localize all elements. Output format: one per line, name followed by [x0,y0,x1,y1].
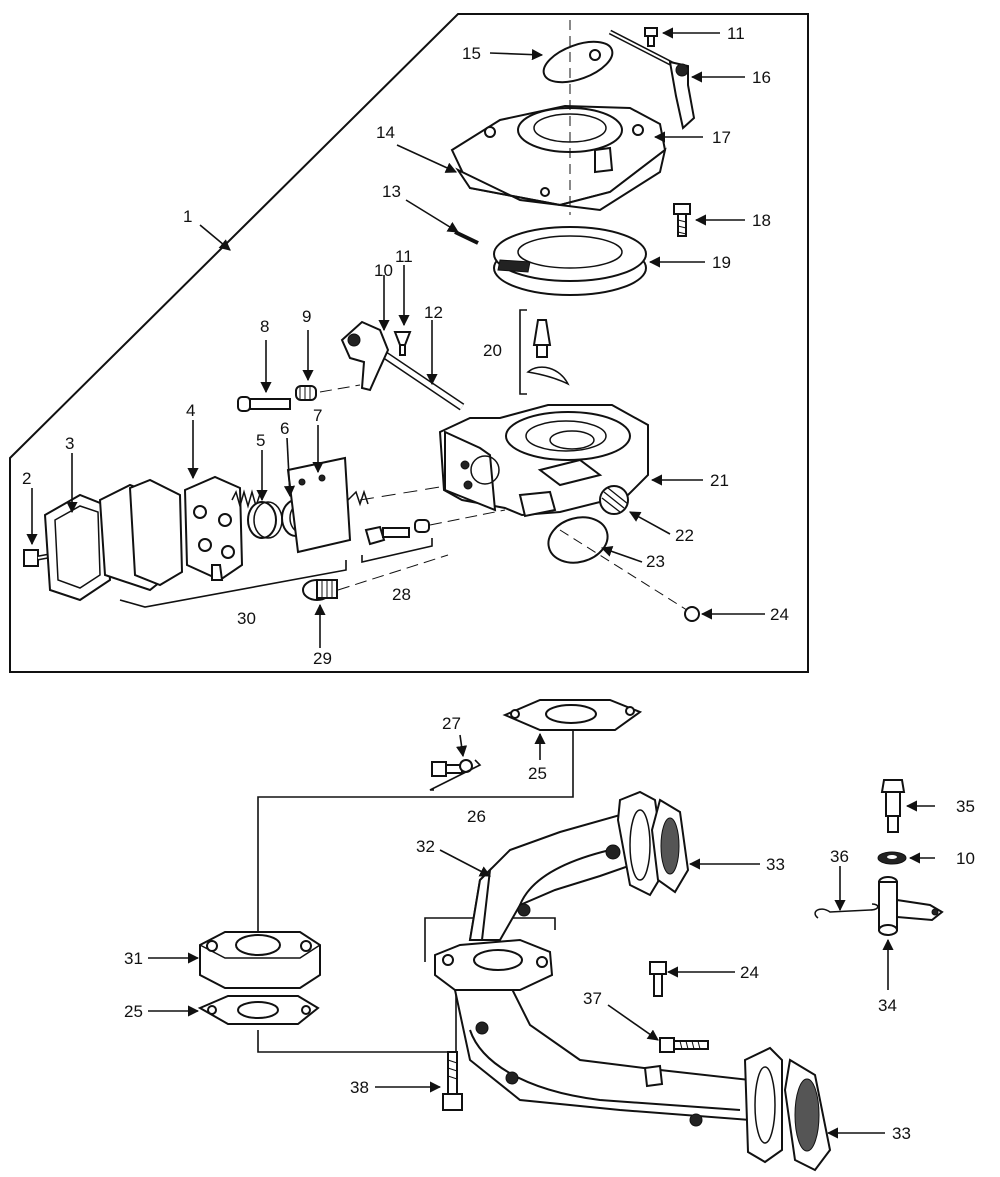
callout-20: 20 [483,341,502,360]
spacer-31 [199,931,321,989]
pump-cover [43,493,112,602]
callout-30: 30 [237,609,256,628]
gasket-33-upper [650,798,690,894]
pin-13 [454,230,479,245]
callout-33b: 33 [892,1124,911,1143]
gasket-25-top [502,699,643,731]
callout-6: 6 [280,419,289,438]
callout-24a: 24 [770,605,789,624]
callout-19: 19 [712,253,731,272]
screw-24-lower [649,961,667,997]
float [493,226,647,296]
pump-cover-inner [54,505,101,589]
callout-27: 27 [442,714,461,733]
choke-plate [542,40,614,84]
callout-4: 4 [186,401,195,420]
carburetor-body [438,404,649,518]
callout-22: 22 [675,526,694,545]
callout-14: 14 [376,123,395,142]
screw-top [644,27,658,47]
callout-34: 34 [878,996,897,1015]
bolt-37 [659,1037,709,1053]
bolt-26 [429,759,482,791]
callout-10b: 10 [956,849,975,868]
callout-2: 2 [22,469,31,488]
callout-37: 37 [583,989,602,1008]
callout-11b: 11 [727,24,745,43]
gasket-25-lower [197,995,320,1025]
callout-1: 1 [183,207,192,226]
callout-32: 32 [416,837,435,856]
pump-housing [183,475,244,582]
callout-31: 31 [124,949,143,968]
screw-18 [673,203,691,237]
callout-23: 23 [646,552,665,571]
callout-7: 7 [313,406,322,425]
screw-mid [393,331,412,356]
callout-11a: 11 [395,247,413,266]
mixture-screw [361,519,433,564]
callout-9: 9 [302,307,311,326]
idle-spring [295,385,317,401]
callout-10a: 10 [374,261,393,280]
lever-34 [878,876,944,936]
callout-28: 28 [392,585,411,604]
plug-22 [599,485,629,515]
callout-38: 38 [350,1078,369,1097]
callout-24b: 24 [740,963,759,982]
pump-plate [286,456,352,554]
kit-boundary-frame [9,13,809,673]
callout-labels: 1 2 3 4 5 6 7 8 9 10 11 12 13 14 15 11 1… [22,24,975,1143]
callout-35: 35 [956,797,975,816]
callout-13: 13 [382,182,401,201]
callout-26: 26 [467,807,486,826]
intake-manifold [434,790,783,1164]
air-horn [450,104,667,212]
idle-screw [237,396,291,412]
callout-25a: 25 [528,764,547,783]
fitting-29 [302,579,338,601]
callout-25b: 25 [124,1002,143,1021]
callout-18: 18 [752,211,771,230]
washer-10 [877,851,907,865]
callout-5: 5 [256,431,265,450]
gasket-33-lower [783,1058,832,1172]
callout-8: 8 [260,317,269,336]
callout-29: 29 [313,649,332,668]
callout-33a: 33 [766,855,785,874]
choke-shaft-lever [608,29,696,130]
callout-3: 3 [65,434,74,453]
callout-15: 15 [462,44,481,63]
callout-12: 12 [424,303,443,322]
pump-gasket [128,478,184,587]
callout-17: 17 [712,128,731,147]
needle-seat [519,309,570,395]
throttle-shaft-lever [340,320,465,411]
bolt-35 [880,779,906,833]
callout-leaders [26,27,935,1139]
bolt-38 [442,1051,463,1111]
spring-clip-36 [814,903,879,919]
callout-16: 16 [752,68,771,87]
callout-36: 36 [830,847,849,866]
throttle-plate [547,516,609,564]
screw-24-kit [684,606,700,622]
callout-21: 21 [710,471,729,490]
